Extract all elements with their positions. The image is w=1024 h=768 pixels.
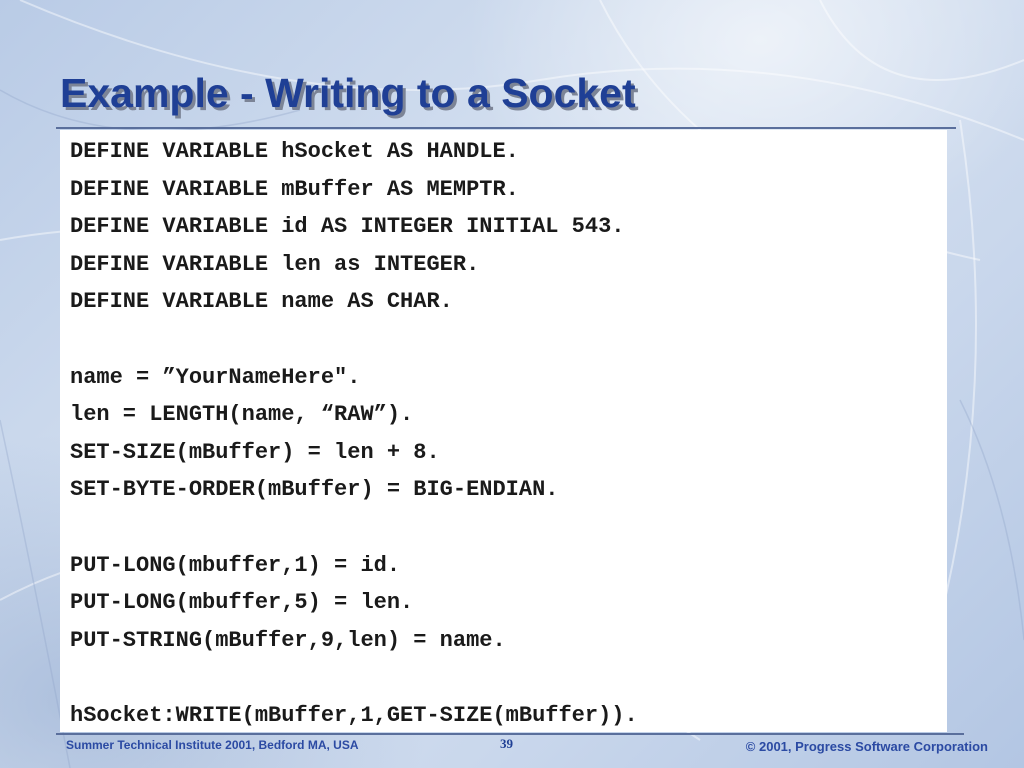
code-line: hSocket:WRITE(mBuffer,1,GET-SIZE(mBuffer…	[70, 702, 638, 728]
code-line: DEFINE VARIABLE mBuffer AS MEMPTR.	[70, 176, 519, 202]
code-line: SET-SIZE(mBuffer) = len + 8.	[70, 439, 440, 465]
code-line: name = ”YourNameHere".	[70, 364, 361, 390]
slide-title: Example - Writing to a Socket	[60, 70, 636, 116]
code-line: DEFINE VARIABLE hSocket AS HANDLE.	[70, 139, 519, 164]
code-line-blank	[70, 659, 947, 697]
footer-copyright: © 2001, Progress Software Corporation	[745, 739, 988, 754]
page-number: 39	[500, 736, 513, 751]
code-line: PUT-STRING(mBuffer,9,len) = name.	[70, 627, 506, 653]
code-line: DEFINE VARIABLE id AS INTEGER INITIAL 54…	[70, 214, 625, 240]
code-line: DEFINE VARIABLE len as INTEGER.	[70, 251, 480, 277]
code-line: len = LENGTH(name, “RAW”).	[70, 402, 414, 428]
footer-event-text: Summer Technical Institute 2001, Bedford…	[66, 738, 359, 752]
footer-rule	[56, 733, 964, 735]
code-line: SET-BYTE-ORDER(mBuffer) = BIG-ENDIAN.	[70, 477, 559, 503]
code-line: PUT-LONG(mbuffer,5) = len.	[70, 590, 414, 616]
code-block: DEFINE VARIABLE hSocket AS HANDLE. DEFIN…	[60, 130, 947, 732]
code-line: DEFINE VARIABLE name AS CHAR.	[70, 289, 453, 315]
code-line: PUT-LONG(mbuffer,1) = id.	[70, 552, 401, 578]
code-line-blank	[70, 321, 947, 359]
title-underline	[56, 127, 956, 129]
code-line-blank	[70, 509, 947, 547]
